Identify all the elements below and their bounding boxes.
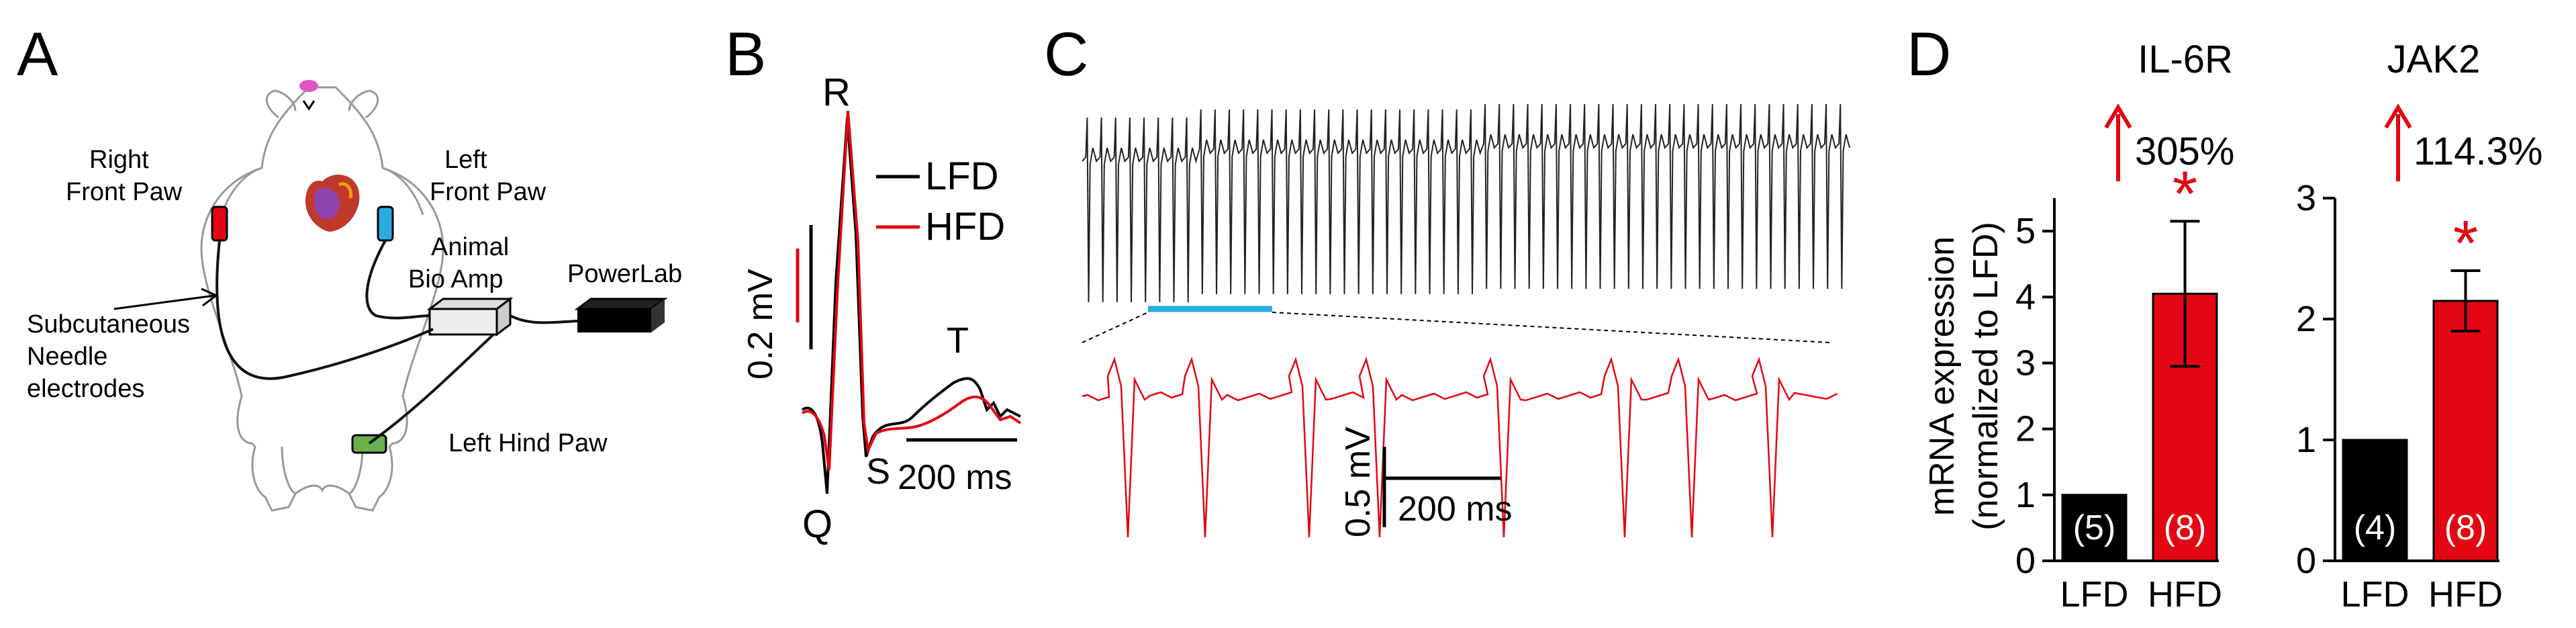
zoom-guide-left — [1082, 312, 1149, 343]
hind-paw-electrode — [351, 434, 387, 454]
y-tick-label: 0 — [2015, 541, 2036, 581]
bar-lfd — [2061, 494, 2128, 562]
needle-line2: Needle — [27, 343, 107, 371]
mouth-icon — [302, 100, 316, 111]
y-tick-label: 0 — [2296, 541, 2316, 581]
panel-b-letter: B — [725, 20, 766, 89]
legend-hfd-label: HFD — [925, 205, 1005, 249]
heart-icon — [305, 175, 360, 232]
rfp-line2: Front Paw — [66, 178, 183, 206]
ecg-zoomed-red-path — [1082, 356, 1838, 538]
scale-b-time-label: 200 ms — [898, 458, 1012, 497]
wave-label-q: Q — [802, 502, 832, 546]
percent-change: 114.3% — [2414, 130, 2542, 173]
panel-a-letter: A — [17, 20, 58, 89]
x-category-label: HFD — [2428, 574, 2503, 615]
ecg-zoomed-red-trace — [1082, 356, 1838, 538]
wave-label-t: T — [947, 320, 969, 361]
bar-hfd — [2432, 300, 2499, 562]
y-tick-label: 5 — [2015, 211, 2036, 251]
amp-line2: Bio Amp — [408, 265, 504, 294]
needle-line3: electrodes — [27, 375, 144, 403]
x-category-label: HFD — [2148, 574, 2222, 615]
scale-c-time-label: 200 ms — [1398, 490, 1513, 529]
ecg-lfd-trace — [801, 117, 1021, 494]
y-tick-label: 2 — [2015, 409, 2036, 449]
nose-icon — [299, 80, 318, 92]
electrode-wires — [216, 240, 578, 445]
needle-arrow — [113, 287, 218, 310]
legend-lfd-label: LFD — [925, 154, 999, 198]
lfp-line1: Left — [444, 146, 487, 174]
right-paw-electrode — [211, 206, 228, 242]
increase-arrowhead-icon — [2384, 103, 2412, 129]
y-tick-label: 3 — [2296, 178, 2316, 218]
ecg-overlay — [801, 110, 1022, 494]
bar-n-label: (4) — [2354, 508, 2397, 547]
ecg-long-black-path — [1082, 103, 1850, 303]
rfp-line1: Right — [89, 146, 149, 174]
bar-n-label: (5) — [2073, 508, 2116, 547]
increase-arrowhead-icon — [2104, 103, 2132, 129]
lfp-line2: Front Paw — [430, 178, 546, 206]
y-tick-label: 4 — [2015, 277, 2036, 317]
y-axis-label-line2: (normalized to LFD) — [1966, 222, 2005, 530]
label-right-front-paw: Right Front Paw — [66, 146, 183, 206]
chart-title: IL-6R — [2138, 38, 2233, 81]
bar-chart-jak2: JAK2 114.3% 0 1 2 3 (4) LFD (8) HFD * — [2296, 38, 2542, 615]
bar-lfd — [2342, 439, 2408, 562]
bar-n-label: (8) — [2444, 508, 2487, 547]
powerlab-box — [574, 298, 668, 332]
x-category-label: LFD — [2340, 574, 2409, 615]
ecg-long-black-trace — [1082, 103, 1850, 303]
ecg-hfd-trace — [801, 110, 1022, 471]
left-paw-electrode — [377, 206, 394, 242]
scale-b-voltage-label: 0.2 mV — [741, 269, 780, 379]
scale-c-voltage-label: 0.5 mV — [1339, 427, 1378, 537]
label-bio-amp: Animal Bio Amp — [408, 233, 516, 294]
chart-title: JAK2 — [2387, 38, 2481, 81]
bar-chart-il6r: IL-6R 305% 0 1 2 3 4 5 (5) LFD (8) HFD * — [2015, 38, 2234, 615]
bar-n-label: (8) — [2164, 508, 2207, 547]
label-powerlab: PowerLab — [567, 260, 682, 288]
panel-d-letter: D — [1907, 20, 1951, 89]
percent-change: 305% — [2135, 130, 2234, 173]
panel-c-letter: C — [1044, 20, 1088, 89]
mouse-illustration — [200, 86, 444, 512]
y-tick-label: 1 — [2296, 420, 2316, 460]
x-category-label: LFD — [2060, 574, 2128, 615]
y-axis-label-line1: mRNA expression — [1923, 236, 1962, 516]
needle-line1: Subcutaneous — [27, 310, 190, 339]
wave-label-s: S — [866, 451, 890, 492]
y-tick-label: 1 — [2015, 475, 2036, 515]
y-tick-label: 2 — [2296, 299, 2316, 339]
y-tick-label: 3 — [2015, 343, 2036, 383]
significance-star: * — [2453, 208, 2478, 279]
bio-amp-box — [426, 297, 514, 337]
label-left-front-paw: Left Front Paw — [430, 146, 546, 206]
significance-star: * — [2173, 158, 2197, 230]
label-left-hind-paw: Left Hind Paw — [448, 429, 608, 457]
zoom-guide-right — [1272, 312, 1830, 343]
label-needle-electrodes: Subcutaneous Needle electrodes — [27, 310, 197, 403]
wave-label-r: R — [822, 71, 851, 114]
amp-line1: Animal — [431, 233, 509, 261]
